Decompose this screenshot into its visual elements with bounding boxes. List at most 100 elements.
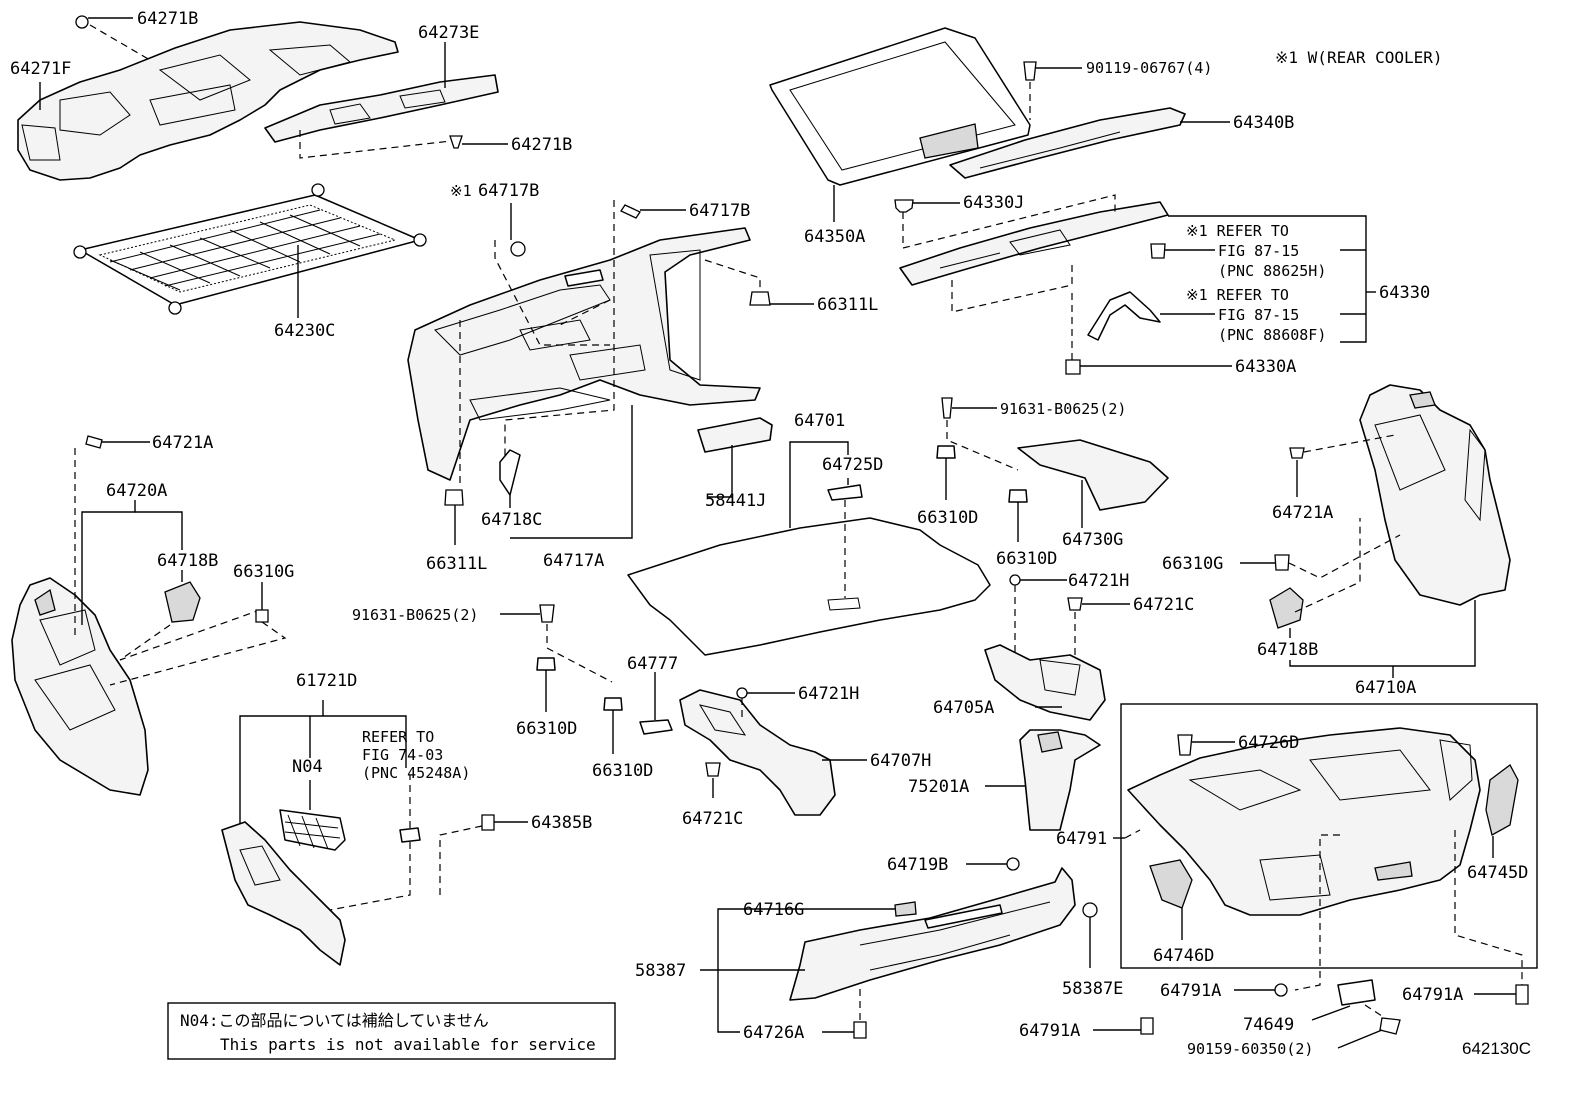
label-66310G: 66310G	[1162, 554, 1223, 574]
label-64330J: 64330J	[963, 193, 1024, 213]
part-64705A	[984, 644, 1106, 721]
label-90119: 90119-06767(4)	[1086, 59, 1212, 77]
label-64721A: 64721A	[1272, 503, 1333, 523]
clip-icon	[749, 291, 771, 306]
label-64717B: 64717B	[478, 181, 539, 201]
part-64340B-cover	[949, 107, 1186, 179]
label-75201A: 75201A	[908, 777, 969, 797]
note-ref2-fig: FIG 87-15	[1218, 306, 1299, 324]
clip-icon	[736, 687, 748, 699]
part-75201A	[1019, 729, 1101, 831]
note-ref2-pnc: (PNC 88608F)	[1218, 326, 1326, 344]
label-64726A: 64726A	[743, 1023, 804, 1043]
part-88608F-wire	[1087, 291, 1161, 341]
label-64385B: 64385B	[531, 813, 592, 833]
assembly-box-64791	[1120, 703, 1538, 969]
leader-dash	[299, 130, 461, 159]
clip-icon	[1515, 984, 1529, 1005]
label-64716G: 64716G	[743, 900, 804, 920]
screw-icon	[85, 435, 103, 449]
label-64721A: 64721A	[152, 433, 213, 453]
label-64717B: 64717B	[689, 201, 750, 221]
leader-dash	[89, 24, 151, 61]
label-64340B: 64340B	[1233, 113, 1294, 133]
label-64719B: 64719B	[887, 855, 948, 875]
footnote-line2: This parts is not available for service	[220, 1035, 596, 1054]
label-58387: 58387	[635, 961, 686, 981]
clip-icon	[1274, 983, 1288, 997]
label-64717A: 64717A	[543, 551, 604, 571]
part-45248A	[399, 827, 421, 843]
note-ref1: ※1 REFER TO	[1186, 222, 1289, 240]
clip-icon	[449, 135, 463, 149]
note-ref3-pnc: (PNC 45248A)	[362, 764, 470, 782]
label-64791A: 64791A	[1160, 981, 1221, 1001]
clip-66310D	[1008, 489, 1028, 503]
label-64721H: 64721H	[798, 684, 859, 704]
label-64330: 64330	[1379, 283, 1430, 303]
note-ref2: ※1 REFER TO	[1186, 286, 1289, 304]
label-64718B: 64718B	[157, 551, 218, 571]
screw-icon	[1379, 1017, 1401, 1035]
clip-icon	[1140, 1017, 1154, 1035]
part-64710A-trim	[1359, 384, 1511, 606]
clip-66310D	[603, 697, 623, 711]
label-64350A: 64350A	[804, 227, 865, 247]
clip-icon	[1150, 243, 1166, 259]
part-74649	[1337, 979, 1376, 1006]
part-64718B	[164, 581, 201, 623]
label-66311L: 66311L	[817, 295, 878, 315]
clip-icon	[1274, 554, 1290, 571]
label-64745D: 64745D	[1467, 863, 1528, 883]
label-64271F: 64271F	[10, 59, 71, 79]
label-64721H: 64721H	[1068, 571, 1129, 591]
footnote-line1: N04:この部品については補給していません	[180, 1011, 489, 1030]
label-58441J: 58441J	[705, 491, 766, 511]
label-64718B: 64718B	[1257, 640, 1318, 660]
label-64720A: 64720A	[106, 481, 167, 501]
screw-icon	[539, 604, 555, 623]
label-66310G: 66310G	[233, 562, 294, 582]
part-64271F-panel	[17, 21, 399, 181]
clip-icon	[705, 762, 721, 777]
part-64730G	[1017, 439, 1169, 511]
part-64701-mat	[627, 517, 991, 656]
note-star: ※1	[450, 182, 472, 200]
part-64718C	[499, 449, 521, 496]
part-64273E-strip	[264, 74, 499, 143]
part-61721D	[221, 821, 346, 966]
label-66310D: 66310D	[917, 508, 978, 528]
part-58387-scuff	[789, 867, 1076, 1001]
part-64720A-trim	[11, 577, 149, 796]
clip-icon	[1065, 359, 1081, 375]
note-rear-cooler: ※1 W(REAR COOLER)	[1275, 48, 1443, 67]
part-64707H	[679, 689, 836, 816]
label-64230C: 64230C	[274, 321, 335, 341]
label-64701: 64701	[794, 411, 845, 431]
label-66310D: 66310D	[516, 719, 577, 739]
clip-66310D	[536, 657, 556, 671]
part-64717A-trim	[407, 227, 761, 481]
label-64730G: 64730G	[1062, 530, 1123, 550]
part-64230C-net	[73, 183, 427, 315]
label-64791A: 64791A	[1019, 1021, 1080, 1041]
clip-icon	[853, 1021, 867, 1039]
part-58441J	[697, 417, 773, 453]
diagram-code: 642130C	[1462, 1039, 1531, 1058]
note-ref1-pnc: (PNC 88625H)	[1218, 262, 1326, 280]
screw-icon	[1289, 447, 1305, 459]
part-64746D	[1149, 859, 1193, 909]
label-64721C: 64721C	[682, 809, 743, 829]
label-66310D: 66310D	[996, 549, 1057, 569]
label-90159: 90159-60350(2)	[1187, 1040, 1313, 1058]
label-64791A: 64791A	[1402, 985, 1463, 1005]
part-64350A-frame	[769, 27, 1031, 186]
clip-66310D	[936, 445, 956, 459]
clip-icon	[1082, 902, 1098, 918]
note-ref3-fig: FIG 74-03	[362, 746, 443, 764]
clip-icon	[894, 199, 914, 213]
label-64271B: 64271B	[137, 9, 198, 29]
part-N04-net	[279, 809, 346, 851]
part-64330-tray	[899, 201, 1169, 286]
